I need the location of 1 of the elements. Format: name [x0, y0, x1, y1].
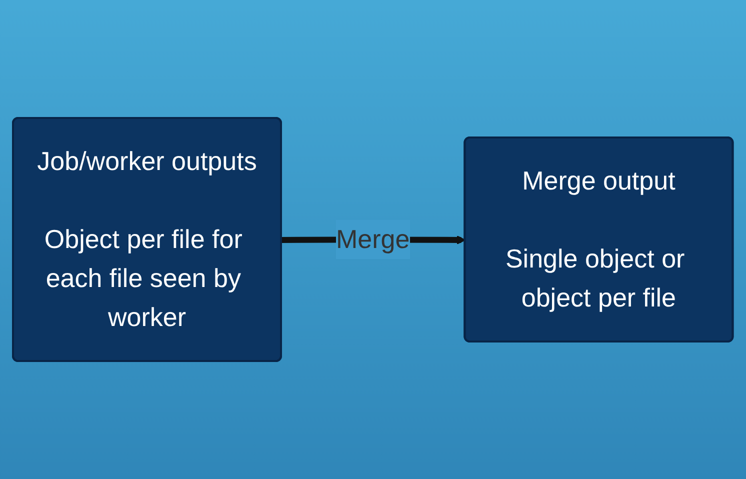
edge-label: Merge	[336, 224, 410, 254]
